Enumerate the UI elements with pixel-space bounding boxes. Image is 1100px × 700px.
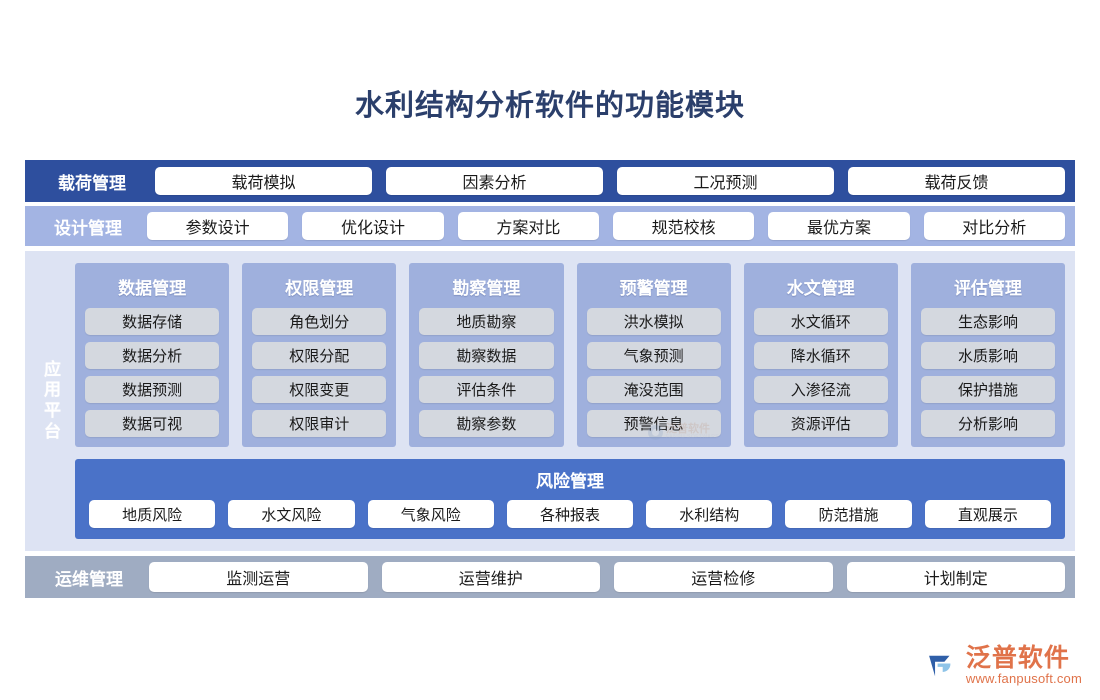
module-items-hydrology-management: 水文循环 降水循环 入渗径流 资源评估 — [753, 308, 888, 437]
module-column-permission-management: 权限管理 角色划分 权限分配 权限变更 权限审计 — [242, 263, 397, 447]
load-item-factor-analysis[interactable]: 因素分析 — [386, 167, 603, 195]
risk-item-geological-risk[interactable]: 地质风险 — [89, 500, 216, 528]
module-title-survey-management: 勘察管理 — [452, 279, 521, 298]
brand-text: 泛普软件 www.fanpusoft.com — [966, 645, 1082, 688]
brand-name: 泛普软件 — [965, 643, 1070, 672]
module-items-permission-management: 角色划分 权限分配 权限变更 权限审计 — [252, 308, 387, 437]
risk-item-various-reports[interactable]: 各种报表 — [506, 500, 634, 528]
row-load-management-items: 载荷模拟 因素分析 工况预测 载荷反馈 — [151, 167, 1065, 195]
module-title-data-management: 数据管理 — [118, 279, 187, 298]
brand-url: www.fanpusoft.com — [965, 671, 1082, 687]
risk-management-items: 地质风险 水文风险 气象风险 各种报表 水利结构 防范措施 直观展示 — [89, 500, 1051, 528]
module-item-data-visualization[interactable]: 数据可视 — [85, 410, 220, 437]
module-item-survey-parameters[interactable]: 勘察参数 — [419, 410, 554, 437]
row-load-management: 载荷管理 载荷模拟 因素分析 工况预测 载荷反馈 — [25, 160, 1075, 202]
module-item-flood-simulation[interactable]: 洪水模拟 — [586, 308, 721, 335]
module-items-survey-management: 地质勘察 勘察数据 评估条件 勘察参数 — [419, 308, 554, 437]
risk-item-meteorological-risk[interactable]: 气象风险 — [367, 500, 494, 528]
load-item-load-simulation[interactable]: 载荷模拟 — [155, 167, 372, 195]
row-design-management-label: 设计管理 — [54, 218, 122, 238]
module-item-data-forecast[interactable]: 数据预测 — [85, 376, 220, 403]
brand-logo: 泛普软件 www.fanpusoft.com — [924, 645, 1082, 688]
row-design-management: 设计管理 参数设计 优化设计 方案对比 规范校核 最优方案 对比分析 — [25, 206, 1075, 246]
row-ops-management: 运维管理 监测运营 运营维护 运营检修 计划制定 — [25, 556, 1075, 598]
risk-item-visual-display[interactable]: 直观展示 — [924, 500, 1051, 528]
module-item-survey-data[interactable]: 勘察数据 — [419, 342, 554, 369]
design-item-optimized-design[interactable]: 优化设计 — [302, 212, 444, 240]
module-item-infiltration-runoff[interactable]: 入渗径流 — [753, 376, 888, 403]
module-item-impact-analysis[interactable]: 分析影响 — [920, 410, 1056, 437]
module-item-ecological-impact[interactable]: 生态影响 — [920, 308, 1056, 335]
row-ops-management-items: 监测运营 运营维护 运营检修 计划制定 — [145, 562, 1065, 592]
module-item-data-storage[interactable]: 数据存储 — [85, 308, 220, 335]
module-item-data-analysis[interactable]: 数据分析 — [85, 342, 220, 369]
module-title-assessment-management: 评估管理 — [953, 279, 1022, 298]
module-title-permission-management: 权限管理 — [285, 279, 354, 298]
risk-management-panel: 风险管理 地质风险 水文风险 气象风险 各种报表 水利结构 防范措施 直观展示 — [75, 459, 1065, 539]
row-load-management-label: 载荷管理 — [58, 173, 126, 193]
module-title-warning-management: 预警管理 — [619, 279, 688, 298]
module-item-weather-forecast[interactable]: 气象预测 — [586, 342, 721, 369]
app-platform-label-char-1: 应 — [44, 359, 62, 379]
load-item-condition-forecast[interactable]: 工况预测 — [617, 167, 834, 195]
module-columns: 数据管理 数据存储 数据分析 数据预测 数据可视 权限管理 角色划分 权限分配 … — [75, 263, 1066, 447]
design-item-comparative-analysis[interactable]: 对比分析 — [923, 212, 1065, 240]
module-item-permission-audit[interactable]: 权限审计 — [252, 410, 387, 437]
page-title: 水利结构分析软件的功能模块 — [354, 90, 745, 122]
row-design-management-items: 参数设计 优化设计 方案对比 规范校核 最优方案 对比分析 — [143, 212, 1065, 240]
module-item-permission-allocation[interactable]: 权限分配 — [252, 342, 387, 369]
design-item-optimal-scheme[interactable]: 最优方案 — [768, 212, 910, 240]
design-item-standard-check[interactable]: 规范校核 — [612, 212, 755, 240]
module-column-hydrology-management: 水文管理 水文循环 降水循环 入渗径流 资源评估 — [743, 263, 898, 447]
app-platform-panel: 应 用 平 台 数据管理 数据存储 数据分析 数据预测 数据可视 — [25, 251, 1075, 551]
module-item-hydrological-cycle[interactable]: 水文循环 — [753, 308, 888, 335]
design-item-parameter-design[interactable]: 参数设计 — [147, 212, 289, 240]
module-column-warning-management: 预警管理 洪水模拟 气象预测 淹没范围 预警信息 — [576, 263, 731, 447]
app-platform-label-char-2: 用 — [44, 380, 62, 400]
app-platform-body: 数据管理 数据存储 数据分析 数据预测 数据可视 权限管理 角色划分 权限分配 … — [75, 263, 1066, 539]
module-column-data-management: 数据管理 数据存储 数据分析 数据预测 数据可视 — [75, 263, 230, 447]
module-item-protection-measures[interactable]: 保护措施 — [920, 376, 1056, 403]
load-item-load-feedback[interactable]: 载荷反馈 — [848, 167, 1065, 195]
module-item-water-quality-impact[interactable]: 水质影响 — [920, 342, 1056, 369]
fanpu-logo-icon — [928, 656, 951, 677]
module-title-hydrology-management: 水文管理 — [786, 279, 855, 298]
app-platform-label: 应 用 平 台 — [31, 263, 75, 539]
risk-item-prevention-measures[interactable]: 防范措施 — [785, 500, 912, 528]
module-item-inundation-range[interactable]: 淹没范围 — [586, 376, 721, 403]
module-item-geological-survey[interactable]: 地质勘察 — [419, 308, 554, 335]
ops-item-monitoring-operation[interactable]: 监测运营 — [149, 562, 368, 592]
module-item-warning-information[interactable]: 预警信息 — [586, 410, 721, 437]
module-item-precipitation-cycle[interactable]: 降水循环 — [753, 342, 888, 369]
risk-management-title: 风险管理 — [536, 472, 604, 491]
module-item-evaluation-conditions[interactable]: 评估条件 — [419, 376, 554, 403]
risk-item-hydrological-risk[interactable]: 水文风险 — [228, 500, 355, 528]
ops-item-operation-maintenance[interactable]: 运营维护 — [381, 562, 600, 592]
app-platform-label-char-4: 台 — [44, 421, 62, 441]
module-items-warning-management: 洪水模拟 气象预测 淹没范围 预警信息 — [586, 308, 721, 437]
module-items-data-management: 数据存储 数据分析 数据预测 数据可视 — [85, 308, 220, 437]
risk-item-water-structure[interactable]: 水利结构 — [646, 500, 773, 528]
design-item-scheme-comparison[interactable]: 方案对比 — [457, 212, 599, 240]
functional-module-diagram: 载荷管理 载荷模拟 因素分析 工况预测 载荷反馈 设计管理 参数设计 优化设计 … — [25, 160, 1075, 598]
module-column-assessment-management: 评估管理 生态影响 水质影响 保护措施 分析影响 — [910, 263, 1066, 447]
module-items-assessment-management: 生态影响 水质影响 保护措施 分析影响 — [920, 308, 1056, 437]
row-ops-management-label: 运维管理 — [55, 569, 123, 589]
module-column-survey-management: 勘察管理 地质勘察 勘察数据 评估条件 勘察参数 — [409, 263, 564, 447]
app-platform-label-char-3: 平 — [44, 401, 62, 420]
ops-item-operation-overhaul[interactable]: 运营检修 — [614, 562, 833, 592]
module-item-resource-evaluation[interactable]: 资源评估 — [753, 410, 888, 437]
ops-item-plan-formulation[interactable]: 计划制定 — [846, 562, 1065, 592]
module-item-role-division[interactable]: 角色划分 — [252, 308, 387, 335]
module-item-permission-change[interactable]: 权限变更 — [252, 376, 387, 403]
